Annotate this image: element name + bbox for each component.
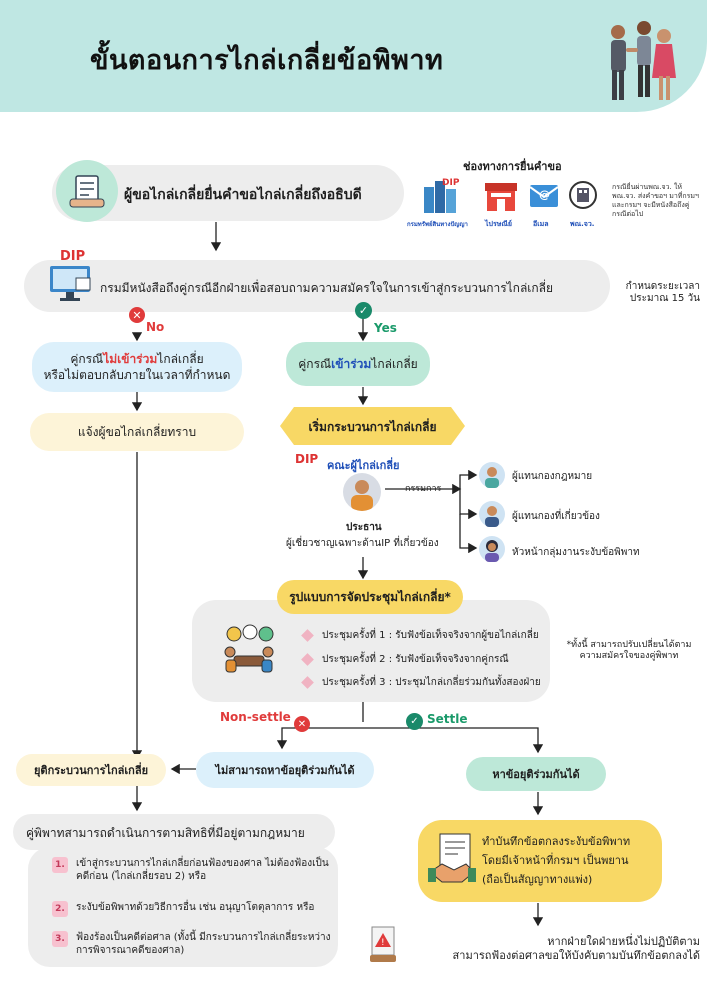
rights-num-3: 3. [52, 931, 68, 947]
start-process-box: เริ่มกระบวนการไกล่เกลี่ย [280, 407, 465, 445]
member-2: ผู้แทนกองที่เกี่ยวข้อง [512, 511, 600, 522]
members-label: กรรมการ [405, 484, 442, 494]
svg-text:@: @ [539, 188, 550, 201]
nonsettle-label: Non-settle [220, 710, 291, 724]
meeting-note: *ทั้งนี้ สามารถปรับเปลี่ยนได้ตามความสมัค… [566, 640, 692, 661]
rights-item-1-text: เข้าสู่กระบวนการไกล่เกลี่ยก่อนฟ้องของศาล… [76, 858, 329, 882]
yes-label: Yes [374, 321, 397, 335]
channels-note: กรณียื่นผ่านพณ.จว. ให้พณ.จว. ส่งคำขอฯ มา… [612, 183, 699, 218]
no-join-line2: หรือไม่ตอบกลับภายในเวลาที่กำหนด [43, 368, 231, 382]
rights-item-2: 2. ระงับข้อพิพาทด้วยวิธีการอื่น เช่น อนุญ… [52, 901, 332, 917]
rights-list-box [28, 847, 338, 967]
settle-check-icon: ✓ [406, 713, 423, 730]
final-text: หากฝ่ายใดฝ่ายหนึ่งไม่ปฏิบัติตาม สามารถฟ้… [400, 935, 700, 963]
no-join-emph: ไม่เข้าร่วม [103, 352, 158, 366]
step2-text: กรมมีหนังสือถึงคู่กรณีอีกฝ่ายเพื่อสอบถาม… [100, 281, 554, 295]
svg-text:DIP: DIP [442, 178, 460, 188]
channel-label-provincial: พณ.จว. [570, 220, 595, 228]
rights-num-2: 2. [52, 901, 68, 917]
dip-logo-small: DIP [295, 452, 319, 466]
channel-label-post: ไปรษณีย์ [485, 220, 512, 228]
meeting-table-icon [220, 622, 278, 678]
meeting-item-3-text: ประชุมครั้งที่ 3 : ประชุมไกล่เกลี่ยร่วมก… [322, 677, 541, 688]
yes-join-emph: เข้าร่วม [331, 357, 372, 371]
meeting-box [192, 600, 550, 702]
no-join-box: คู่กรณีไม่เข้าร่วมไกล่เกลี่ย หรือไม่ตอบก… [32, 342, 242, 392]
record-line2: โดยมีเจ้าหน้าที่กรมฯ เป็นพยาน [482, 854, 629, 867]
chair-avatar-icon [343, 473, 381, 511]
channel-label-dip: กรมทรัพย์สินทางปัญญา [407, 221, 468, 228]
yes-join-box: คู่กรณีเข้าร่วมไกล่เกลี่ย [286, 342, 430, 386]
diamond-bullet-icon [301, 676, 314, 689]
record-line3: (ถือเป็นสัญญาทางแพ่ง) [482, 873, 593, 886]
notify-box: แจ้งผู้ขอไกล่เกลี่ยทราบ [30, 413, 244, 451]
meeting-item-2-text: ประชุมครั้งที่ 2 : รับฟังข้อเท็จจริงจากค… [322, 654, 509, 665]
chair-label: ประธาน [346, 522, 382, 533]
rights-item-1: 1. เข้าสู่กระบวนการไกล่เกลี่ยก่อนฟ้องของศ… [52, 857, 332, 883]
handshake-people-icon [600, 10, 680, 110]
step1-text: ผู้ขอไกล่เกลี่ยยื่นคำขอไกล่เกลี่ยถึงอธิบ… [124, 187, 362, 203]
committee-title: คณะผู้ไกล่เกลี่ย [327, 459, 400, 472]
meeting-item-1-text: ประชุมครั้งที่ 1 : รับฟังข้อเท็จจริงจากผ… [322, 630, 539, 641]
rights-num-1: 1. [52, 857, 68, 873]
agreement-box: หาข้อยุติร่วมกันได้ [466, 757, 606, 791]
dip-computer-icon: DIP [46, 246, 96, 302]
settle-label: Settle [427, 712, 468, 726]
page-title: ขั้นตอนการไกล่เกลี่ยข้อพิพาท [90, 45, 444, 76]
legal-rep-avatar-icon [479, 462, 505, 488]
rights-title: คู่พิพาทสามารถดำเนินการตามสิทธิที่มีอยู่… [26, 826, 305, 840]
meeting-item-3: ประชุมครั้งที่ 3 : ประชุมไกล่เกลี่ยร่วมก… [301, 675, 541, 690]
meeting-item-1: ประชุมครั้งที่ 1 : รับฟังข้อเท็จจริงจากผ… [301, 628, 539, 643]
no-join-post: ไกล่เกลี่ย [157, 352, 204, 366]
diamond-bullet-icon [301, 653, 314, 666]
meeting-title: รูปแบบการจัดประชุมไกล่เกลี่ย* [277, 580, 463, 614]
diamond-bullet-icon [301, 629, 314, 642]
application-form-icon [56, 160, 118, 222]
no-agreement-box: ไม่สามารถหาข้อยุติร่วมกันได้ [196, 752, 374, 788]
start-process-text: เริ่มกระบวนการไกล่เกลี่ย [308, 420, 437, 434]
timeframe-line1: กำหนดระยะเวลา [625, 281, 700, 292]
member-1: ผู้แทนกองกฎหมาย [512, 471, 593, 482]
svg-text:!: ! [381, 938, 385, 948]
post-office-icon [483, 177, 519, 213]
step2-box [24, 260, 610, 312]
division-rep-avatar-icon [479, 501, 505, 527]
head-avatar-icon [479, 536, 505, 562]
record-text: ทำบันทึกข้อตกลงระงับข้อพิพาท โดยมีเจ้าหน… [482, 832, 658, 889]
no-x-icon: ✕ [129, 307, 145, 323]
svg-text:DIP: DIP [60, 249, 85, 264]
rights-title-box [13, 814, 335, 850]
rights-item-3: 3. ฟ้องร้องเป็นคดีต่อศาล (ทั้งนี้ มีกระบว… [52, 931, 332, 957]
email-icon: @ [528, 179, 560, 211]
yes-join-pre: คู่กรณี [298, 357, 332, 371]
rights-item-3-text: ฟ้องร้องเป็นคดีต่อศาล (ทั้งนี้ มีกระบวนก… [76, 932, 331, 956]
final-line1: หากฝ่ายใดฝ่ายหนึ่งไม่ปฏิบัติตาม [547, 935, 700, 948]
timeframe-line2: ประมาณ 15 วัน [629, 293, 700, 304]
channel-label-email: อีเมล [533, 220, 549, 228]
no-label: No [146, 320, 165, 334]
yes-check-icon: ✓ [355, 302, 372, 319]
channels-heading: ช่องทางการยื่นคำขอ [463, 160, 562, 173]
provincial-office-icon [568, 180, 598, 210]
timeframe: กำหนดระยะเวลา ประมาณ 15 วัน [618, 281, 700, 305]
meeting-item-2: ประชุมครั้งที่ 2 : รับฟังข้อเท็จจริงจากค… [301, 652, 509, 667]
yes-join-post: ไกล่เกลี่ย [371, 357, 418, 371]
lawsuit-document-icon: ! [368, 925, 398, 965]
record-line1: ทำบันทึกข้อตกลงระงับข้อพิพาท [482, 835, 631, 848]
member-3: หัวหน้ากลุ่มงานระงับข้อพิพาท [512, 547, 640, 558]
final-line2: สามารถฟ้องต่อศาลขอให้บังคับตามบันทึกข้อต… [452, 949, 700, 962]
header-banner [0, 0, 707, 112]
rights-item-2-text: ระงับข้อพิพาทด้วยวิธีการอื่น เช่น อนุญาโ… [76, 902, 315, 913]
end-process-box: ยุติกระบวนการไกล่เกลี่ย [16, 754, 166, 786]
contract-handshake-icon [428, 832, 476, 888]
dip-building-icon: DIP [420, 175, 460, 215]
nonsettle-x-icon: ✕ [294, 716, 310, 732]
chair-desc: ผู้เชี่ยวชาญเฉพาะด้านIP ที่เกี่ยวข้อง [286, 538, 439, 549]
no-join-pre: คู่กรณี [70, 352, 104, 366]
